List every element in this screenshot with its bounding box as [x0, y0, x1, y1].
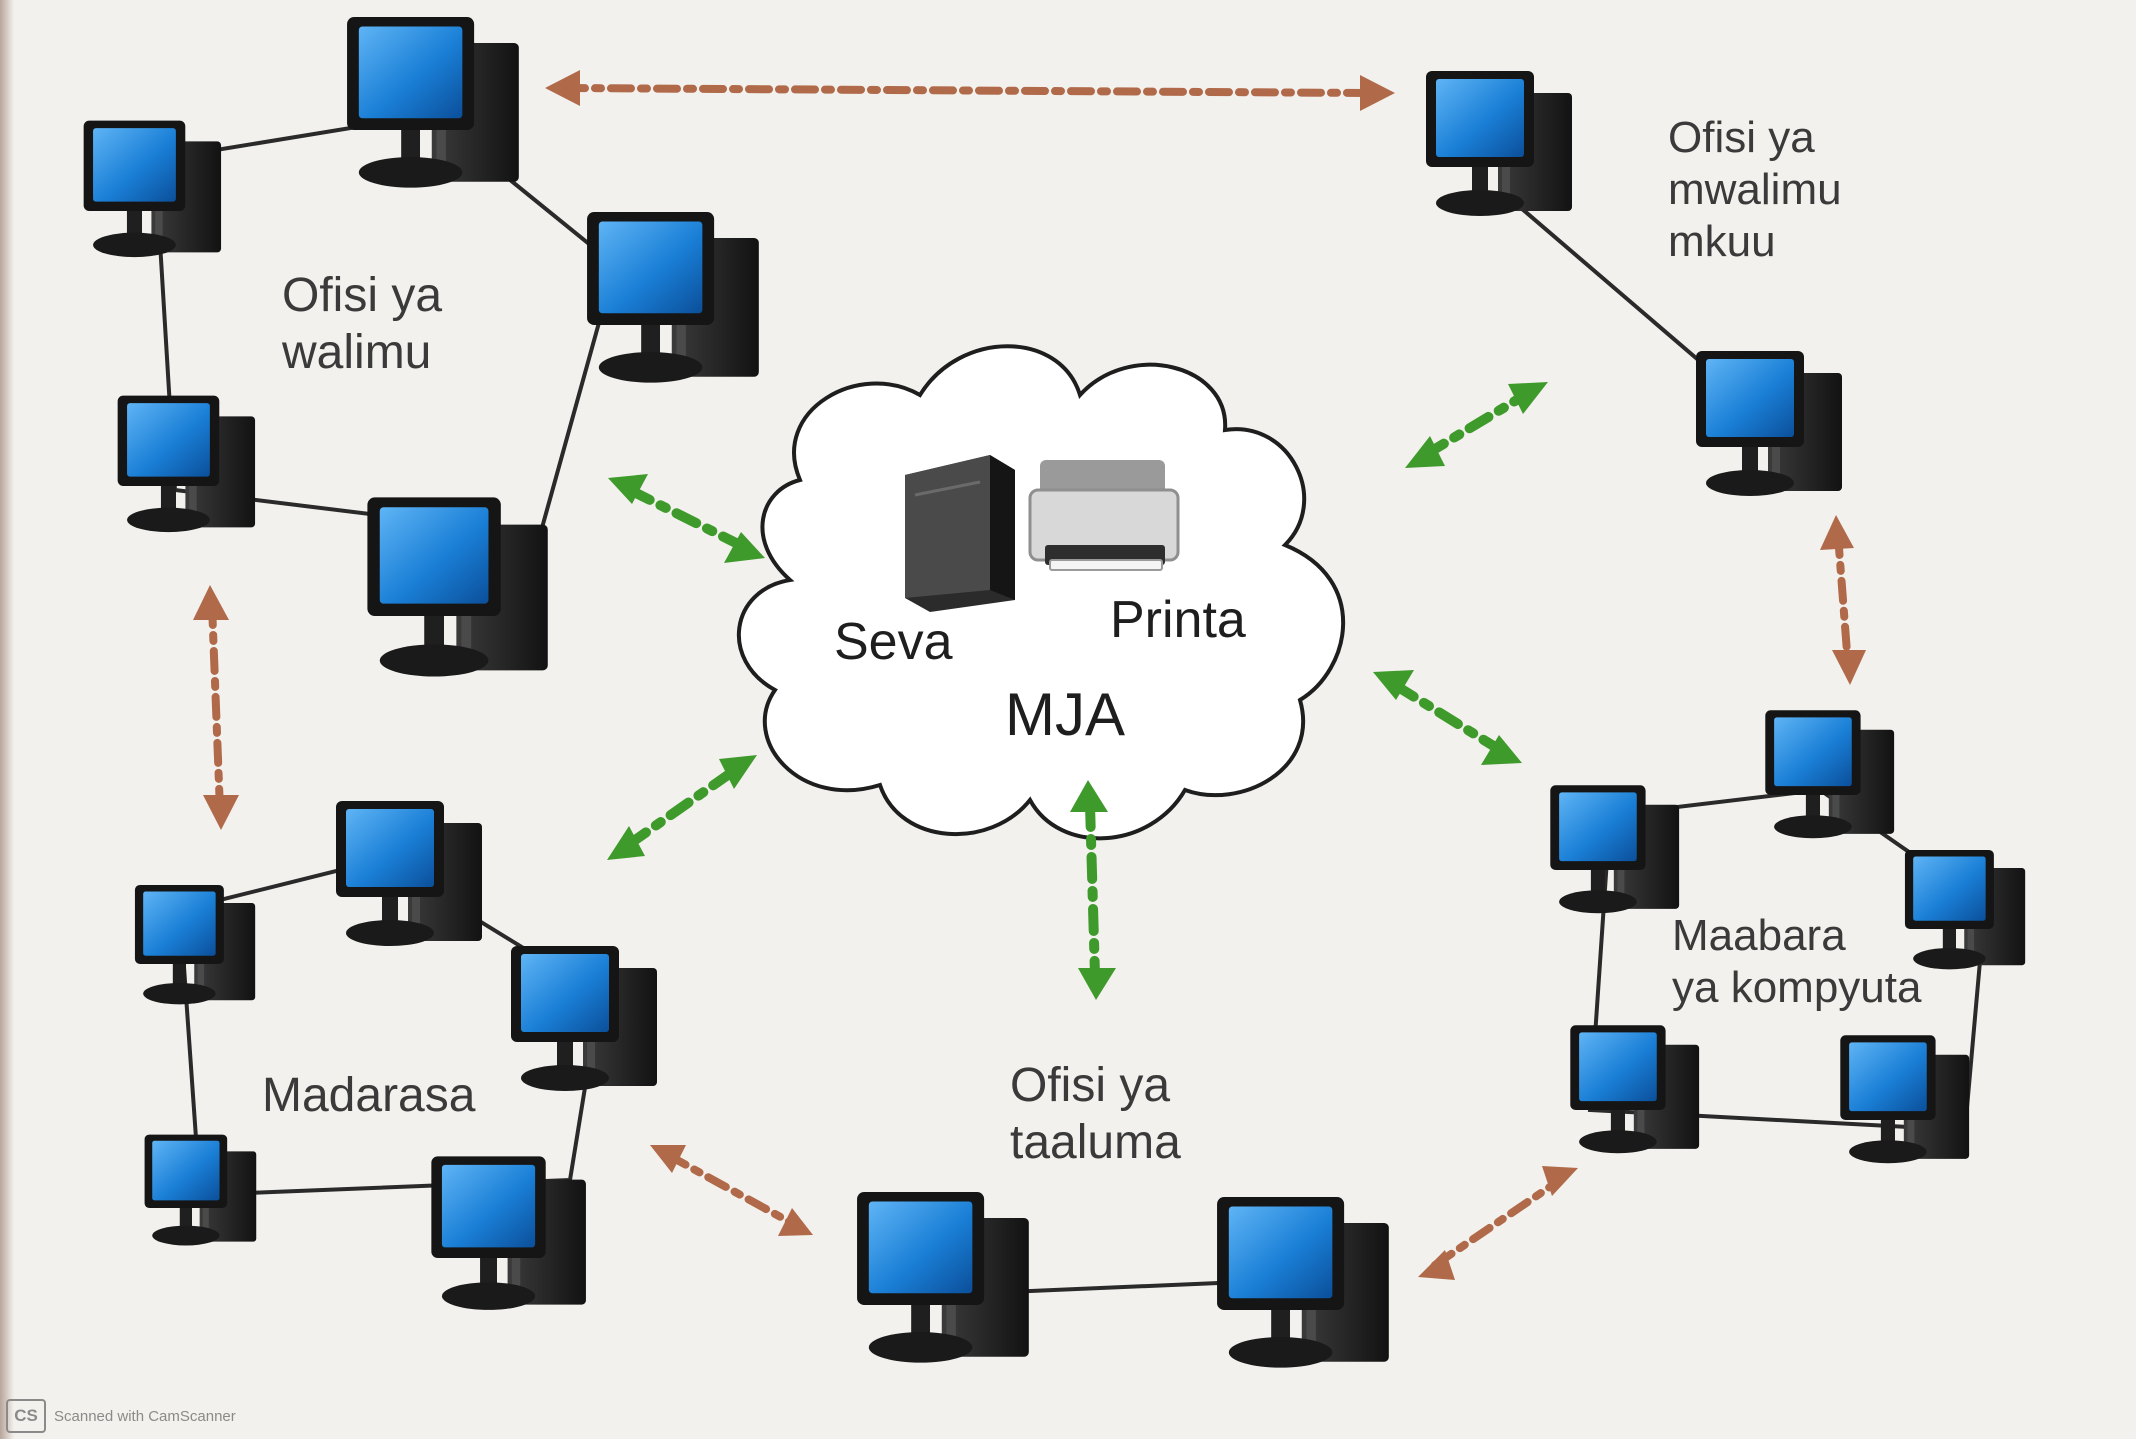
page-edge-shadow — [0, 0, 14, 1439]
server-icon — [905, 455, 1015, 612]
computer-icon — [1765, 710, 1895, 839]
wan-arrowheads — [193, 70, 1866, 1280]
computer-icon — [1550, 785, 1680, 914]
computer-icon — [367, 497, 548, 677]
computer-icon — [117, 395, 256, 533]
label-ofisi-mwalimu-mkuu: Ofisi ya mwalimu mkuu — [1668, 113, 1842, 266]
computer-icon — [1217, 1197, 1389, 1368]
printer-icon — [1028, 460, 1180, 571]
scanner-footer: CS Scanned with CamScanner — [6, 1399, 236, 1433]
mja-mkuu — [1420, 390, 1530, 460]
computer-icon — [134, 884, 256, 1005]
mja-arrowheads — [607, 382, 1548, 1000]
wan-links — [208, 84, 1852, 1269]
label-ofisi-taaluma: Ofisi ya taaluma — [1010, 1059, 1181, 1169]
computer-icon — [1696, 351, 1842, 496]
computer-icon — [587, 212, 759, 383]
wan-madarasa-taaluma — [664, 1151, 799, 1229]
computer-icon — [1570, 1025, 1700, 1154]
wan-taaluma-maabara — [1431, 1176, 1564, 1269]
wan-walimu-mkuu — [561, 84, 1374, 97]
cloud-icon — [736, 344, 1346, 841]
wan-mkuu-maabara — [1834, 531, 1852, 669]
computer-icon — [144, 1134, 257, 1246]
computer-icon — [1904, 849, 2026, 970]
scanner-footer-text: Scanned with CamScanner — [54, 1407, 236, 1425]
mja-taaluma — [1085, 800, 1100, 980]
wan-walimu-madarasa — [208, 601, 224, 814]
computers-madarasa — [134, 801, 657, 1310]
mja-maabara — [1390, 680, 1505, 755]
label-printa: Printa — [1110, 591, 1246, 649]
computer-icon — [83, 120, 222, 258]
label-seva: Seva — [834, 613, 953, 671]
computers-taaluma — [857, 1192, 1389, 1368]
computer-icon — [347, 17, 519, 188]
mja-madarasa — [623, 765, 740, 850]
label-mja: MJA — [1005, 681, 1125, 748]
computer-icon — [1840, 1035, 1970, 1164]
computer-icon — [511, 946, 657, 1091]
camscanner-logo-icon: CS — [6, 1399, 46, 1433]
mja-links — [623, 390, 1530, 980]
label-maabara-kompyuta: Maabara ya kompyuta — [1672, 911, 1922, 1012]
computer-icon — [857, 1192, 1029, 1363]
computer-icon — [336, 801, 482, 946]
mja-walimu — [625, 485, 745, 550]
label-ofisi-walimu: Ofisi ya walimu — [282, 269, 443, 379]
computer-icon — [1426, 71, 1572, 216]
label-madarasa: Madarasa — [262, 1069, 476, 1122]
